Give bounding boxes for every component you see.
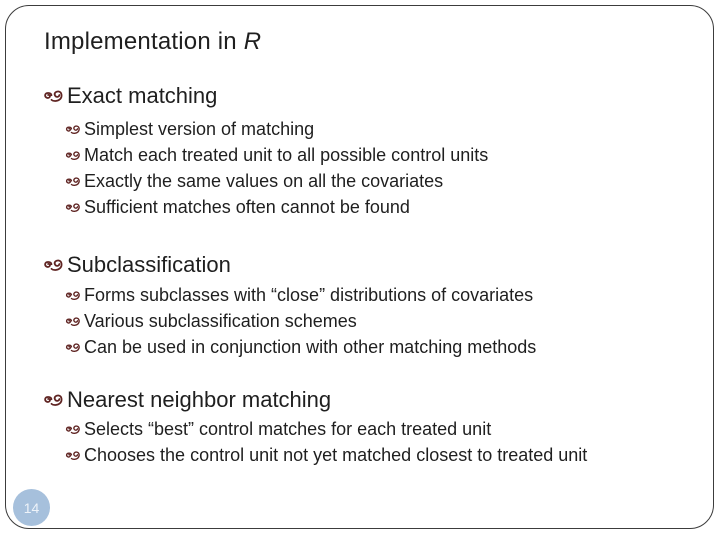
flourish-bullet-icon — [65, 150, 80, 160]
flourish-bullet-icon — [65, 202, 80, 212]
exact-matching-list: Simplest version of matching Match each … — [65, 116, 488, 220]
list-item-text: Simplest version of matching — [84, 118, 315, 139]
flourish-bullet-icon — [65, 176, 80, 186]
list-item: Selects “best” control matches for each … — [65, 416, 587, 442]
list-item: Simplest version of matching — [65, 116, 488, 142]
flourish-bullet-icon — [65, 450, 80, 460]
section-heading-exact-matching: Exact matching — [43, 83, 217, 109]
section-heading-label: Subclassification — [67, 252, 231, 277]
flourish-bullet-icon — [65, 124, 80, 134]
flourish-bullet-icon — [65, 316, 80, 326]
subclassification-list: Forms subclasses with “close” distributi… — [65, 282, 536, 360]
slide-title: Implementation in R — [44, 28, 261, 56]
section-heading-subclassification: Subclassification — [43, 252, 231, 278]
list-item-text: Chooses the control unit not yet matched… — [84, 444, 588, 465]
list-item-text: Can be used in conjunction with other ma… — [84, 336, 537, 357]
section-heading-nearest-neighbor: Nearest neighbor matching — [43, 387, 331, 413]
list-item: Sufficient matches often cannot be found — [65, 194, 488, 220]
list-item: Various subclassification schemes — [65, 308, 536, 334]
slide-border-frame — [5, 5, 714, 529]
list-item: Exactly the same values on all the covar… — [65, 168, 488, 194]
list-item: Chooses the control unit not yet matched… — [65, 442, 587, 468]
flourish-bullet-icon — [44, 259, 63, 271]
list-item: Forms subclasses with “close” distributi… — [65, 282, 536, 308]
slide-title-emphasis: R — [243, 28, 262, 55]
page-number: 14 — [23, 499, 40, 516]
list-item-text: Exactly the same values on all the covar… — [84, 170, 444, 191]
list-item-text: Forms subclasses with “close” distributi… — [84, 284, 534, 305]
list-item-text: Selects “best” control matches for each … — [84, 418, 492, 439]
flourish-bullet-icon — [65, 424, 80, 434]
flourish-bullet-icon — [44, 394, 63, 406]
list-item-text: Various subclassification schemes — [84, 310, 357, 331]
list-item: Can be used in conjunction with other ma… — [65, 334, 536, 360]
list-item: Match each treated unit to all possible … — [65, 142, 488, 168]
page-number-badge: 14 — [13, 489, 50, 526]
flourish-bullet-icon — [44, 90, 63, 102]
flourish-bullet-icon — [65, 342, 80, 352]
list-item-text: Sufficient matches often cannot be found — [84, 196, 410, 217]
flourish-bullet-icon — [65, 290, 80, 300]
section-heading-label: Nearest neighbor matching — [67, 387, 332, 412]
section-heading-label: Exact matching — [67, 83, 218, 108]
slide-title-text: Implementation in — [44, 28, 244, 55]
nearest-neighbor-list: Selects “best” control matches for each … — [65, 416, 587, 468]
list-item-text: Match each treated unit to all possible … — [84, 144, 489, 165]
